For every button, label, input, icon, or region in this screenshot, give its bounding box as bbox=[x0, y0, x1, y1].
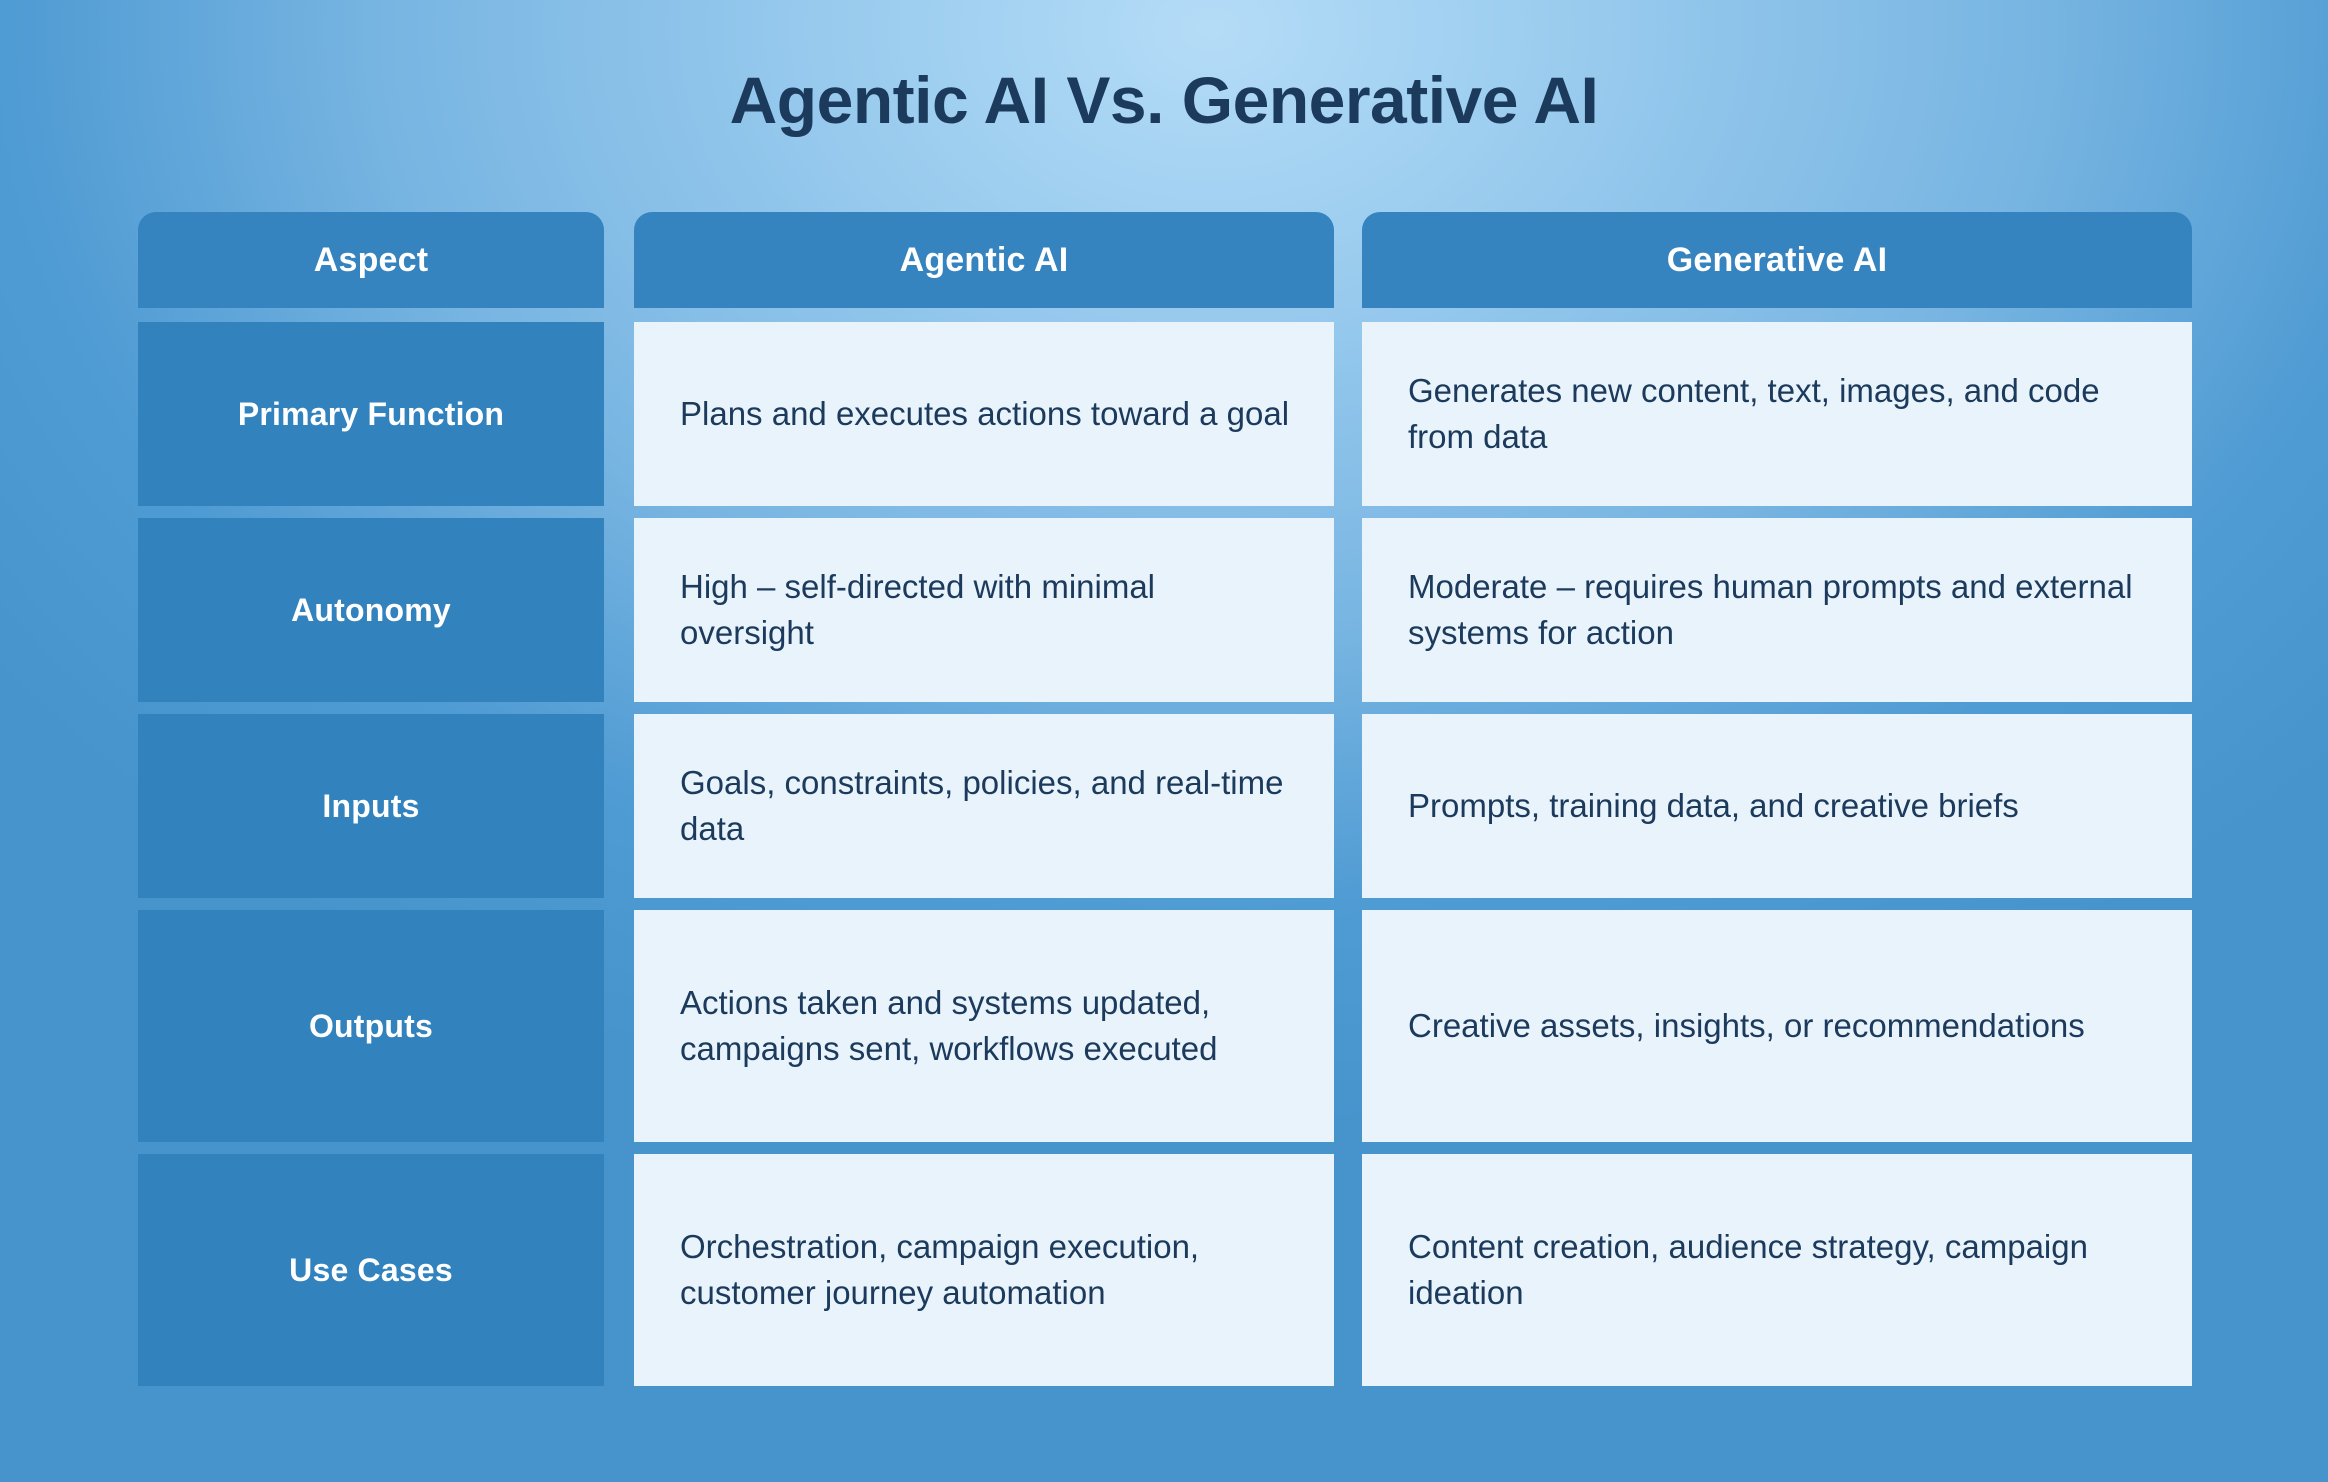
cell-text: Moderate – requires human prompts and ex… bbox=[1408, 567, 2133, 651]
column-gap bbox=[1334, 1154, 1362, 1386]
column-gap bbox=[1334, 518, 1362, 702]
row-label-outputs: Outputs bbox=[138, 910, 604, 1142]
column-gap bbox=[1334, 714, 1362, 898]
row-label-primary-function: Primary Function bbox=[138, 322, 604, 506]
cell-generative-outputs: Creative assets, insights, or recommenda… bbox=[1362, 910, 2192, 1142]
comparison-table: Aspect Agentic AI Generative AI Primary … bbox=[138, 212, 2192, 1386]
cell-agentic-use-cases: Orchestration, campaign execution, custo… bbox=[634, 1154, 1334, 1386]
cell-text: Content creation, audience strategy, cam… bbox=[1408, 1227, 2088, 1311]
cell-agentic-autonomy: High – self-directed with minimal oversi… bbox=[634, 518, 1334, 702]
cell-generative-primary-function: Generates new content, text, images, and… bbox=[1362, 322, 2192, 506]
table-row: Autonomy High – self-directed with minim… bbox=[138, 518, 2192, 702]
cell-generative-inputs: Prompts, training data, and creative bri… bbox=[1362, 714, 2192, 898]
cell-text: Creative assets, insights, or recommenda… bbox=[1408, 1006, 2085, 1044]
cell-text: Generates new content, text, images, and… bbox=[1408, 371, 2100, 455]
column-gap bbox=[604, 322, 634, 506]
cell-agentic-primary-function: Plans and executes actions toward a goal bbox=[634, 322, 1334, 506]
cell-text: Prompts, training data, and creative bri… bbox=[1408, 786, 2019, 824]
cell-agentic-outputs: Actions taken and systems updated, campa… bbox=[634, 910, 1334, 1142]
column-gap bbox=[1334, 322, 1362, 506]
row-label-inputs: Inputs bbox=[138, 714, 604, 898]
page-title: Agentic AI Vs. Generative AI bbox=[729, 63, 1599, 137]
column-gap bbox=[604, 910, 634, 1142]
cell-generative-use-cases: Content creation, audience strategy, cam… bbox=[1362, 1154, 2192, 1386]
table-row: Use Cases Orchestration, campaign execut… bbox=[138, 1154, 2192, 1386]
table-row: Outputs Actions taken and systems update… bbox=[138, 910, 2192, 1142]
cell-text: Plans and executes actions toward a goal bbox=[680, 394, 1290, 432]
column-gap bbox=[1334, 212, 1362, 308]
cell-text: Actions taken and systems updated, campa… bbox=[680, 983, 1218, 1067]
row-label-autonomy: Autonomy bbox=[138, 518, 604, 702]
cell-text: Goals, constraints, policies, and real-t… bbox=[680, 763, 1284, 847]
column-gap bbox=[1334, 910, 1362, 1142]
cell-text: High – self-directed with minimal oversi… bbox=[680, 567, 1156, 651]
column-gap bbox=[604, 518, 634, 702]
table-row: Inputs Goals, constraints, policies, and… bbox=[138, 714, 2192, 898]
table-row: Primary Function Plans and executes acti… bbox=[138, 322, 2192, 506]
column-header-agentic-ai: Agentic AI bbox=[634, 212, 1334, 308]
column-header-aspect: Aspect bbox=[138, 212, 604, 308]
cell-generative-autonomy: Moderate – requires human prompts and ex… bbox=[1362, 518, 2192, 702]
cell-agentic-inputs: Goals, constraints, policies, and real-t… bbox=[634, 714, 1334, 898]
row-label-use-cases: Use Cases bbox=[138, 1154, 604, 1386]
table-header-row: Aspect Agentic AI Generative AI bbox=[138, 212, 2192, 308]
column-gap bbox=[604, 714, 634, 898]
cell-text: Orchestration, campaign execution, custo… bbox=[680, 1227, 1200, 1311]
column-header-generative-ai: Generative AI bbox=[1362, 212, 2192, 308]
column-gap bbox=[604, 1154, 634, 1386]
column-gap bbox=[604, 212, 634, 308]
